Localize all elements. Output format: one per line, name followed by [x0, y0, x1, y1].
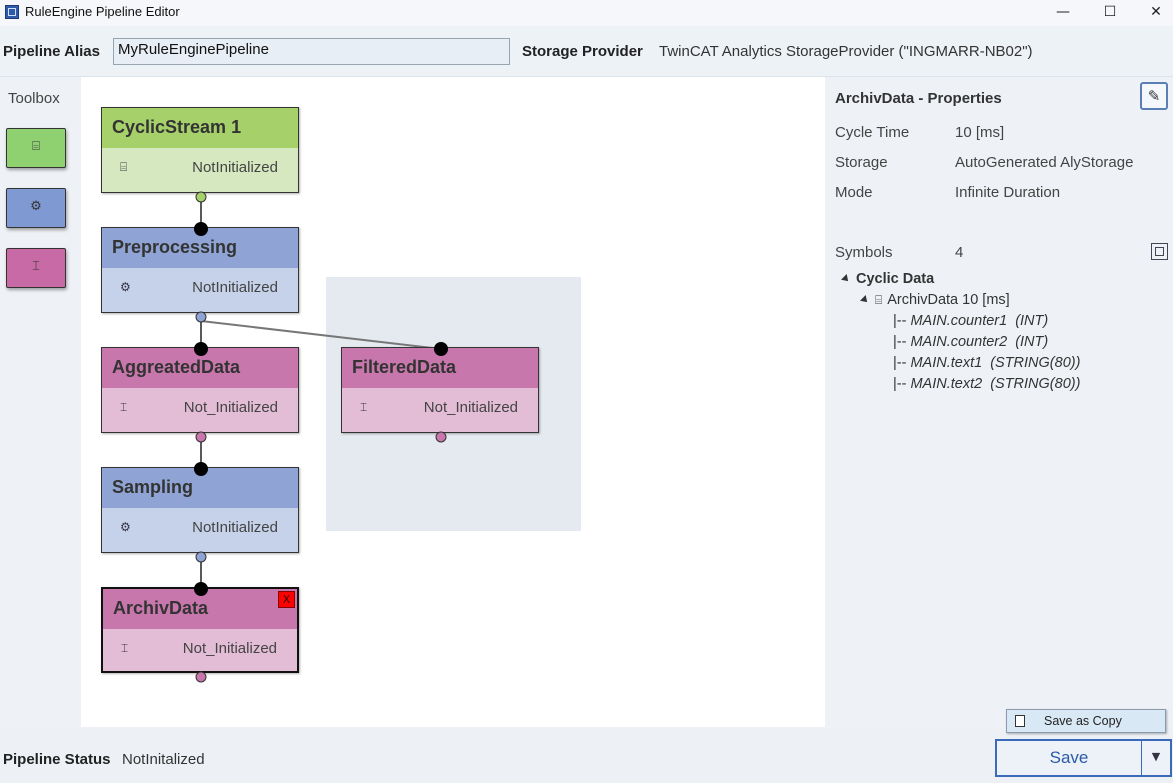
node-title: ArchivData: [113, 598, 209, 618]
storage-label: Storage: [835, 154, 888, 171]
expand-triangle-icon[interactable]: [841, 274, 851, 285]
storage-provider-value: TwinCAT Analytics StorageProvider ("INGM…: [659, 43, 1033, 60]
status-bar: Pipeline Status NotInitalized: [0, 728, 1173, 783]
symbols-count: 4: [955, 244, 964, 261]
toolbox-sink-button[interactable]: ⌶: [6, 248, 66, 288]
expand-triangle-icon[interactable]: [860, 295, 870, 306]
node-status: NotInitialized: [192, 159, 278, 176]
stream-icon: ⌸: [120, 160, 128, 174]
pipeline-canvas[interactable]: CyclicStream 1 ⌸ NotInitialized Preproce…: [81, 77, 825, 727]
toolbox-source-button[interactable]: ⌸: [6, 128, 66, 168]
storage-provider-label: Storage Provider: [522, 43, 643, 60]
tree-node-archivdata[interactable]: ⌸ArchivData 10 [ms]: [860, 292, 1010, 308]
node-title: FilteredData: [352, 357, 457, 377]
pipeline-alias-input[interactable]: MyRuleEnginePipeline: [113, 38, 510, 65]
mode-value: Infinite Duration: [955, 184, 1061, 201]
storage-icon: ⌶: [120, 400, 128, 414]
pipeline-status-value: NotInitalized: [122, 751, 205, 768]
pipeline-header: Pipeline Alias MyRuleEnginePipeline Stor…: [0, 26, 1173, 77]
storage-icon: ⌶: [32, 259, 40, 274]
toolbox-processor-button[interactable]: ⚙: [6, 188, 66, 228]
maximize-button[interactable]: ☐: [1103, 4, 1117, 20]
gears-icon: ⚙: [30, 199, 42, 214]
edit-button[interactable]: ✎: [1140, 82, 1168, 110]
tree-root[interactable]: Cyclic Data: [841, 271, 934, 287]
tree-symbol[interactable]: |-- MAIN.text2(STRING(80)): [893, 376, 1081, 392]
symbols-label: Symbols: [835, 244, 893, 261]
stream-icon: ⌸: [32, 139, 40, 154]
mode-label: Mode: [835, 184, 873, 201]
save-button[interactable]: Save: [995, 739, 1142, 777]
window-title: RuleEngine Pipeline Editor: [25, 4, 180, 19]
save-as-copy-menu-item[interactable]: Save as Copy: [1006, 709, 1166, 733]
node-preprocessing[interactable]: Preprocessing ⚙ NotInitialized: [101, 227, 299, 313]
cycle-time-label: Cycle Time: [835, 124, 910, 141]
properties-panel: ArchivData - Properties ✎ Cycle Time 10 …: [826, 77, 1173, 727]
copy-icon: [1015, 712, 1029, 727]
node-sampling[interactable]: Sampling ⚙ NotInitialized: [101, 467, 299, 553]
node-title: Preprocessing: [112, 237, 238, 257]
node-status: Not_Initialized: [423, 399, 518, 416]
tree-symbol[interactable]: |-- MAIN.text1(STRING(80)): [893, 355, 1081, 371]
collapse-all-button[interactable]: [1151, 243, 1168, 260]
link-pre-filt: [200, 320, 442, 350]
properties-title: ArchivData - Properties: [835, 90, 1002, 107]
title-bar: RuleEngine Pipeline Editor — ☐ ✕: [0, 0, 1173, 26]
tree-symbol[interactable]: |-- MAIN.counter1(INT): [893, 313, 1049, 329]
toolbox: Toolbox ⌸ ⚙ ⌶: [0, 77, 80, 727]
node-title: Sampling: [112, 477, 194, 497]
node-status: Not_Initialized: [182, 640, 277, 657]
node-title: AggreatedData: [112, 357, 241, 377]
node-filtereddata[interactable]: FilteredData ⌶ Not_Initialized: [341, 347, 539, 433]
tree-symbol[interactable]: |-- MAIN.counter2(INT): [893, 334, 1049, 350]
cycle-time-value: 10 [ms]: [955, 124, 1005, 141]
toolbox-title: Toolbox: [8, 90, 60, 107]
save-as-copy-label: Save as Copy: [1044, 714, 1122, 728]
storage-icon: ⌶: [121, 641, 129, 655]
minimize-button[interactable]: —: [1056, 4, 1070, 20]
gears-icon: ⚙: [120, 280, 131, 294]
gears-icon: ⚙: [120, 520, 131, 534]
storage-value: AutoGenerated AlyStorage: [955, 154, 1134, 171]
close-button[interactable]: ✕: [1150, 4, 1162, 20]
delete-node-button[interactable]: X: [278, 591, 295, 608]
save-dropdown-button[interactable]: ▼: [1142, 739, 1172, 777]
node-status: NotInitialized: [192, 519, 278, 536]
stream-icon: ⌸: [875, 293, 883, 307]
node-archivdata[interactable]: ArchivData X ⌶ Not_Initialized: [101, 587, 299, 673]
pipeline-status-label: Pipeline Status: [3, 751, 111, 768]
node-status: NotInitialized: [192, 279, 278, 296]
pencil-icon: ✎: [1147, 87, 1161, 105]
node-status: Not_Initialized: [183, 399, 278, 416]
node-title: CyclicStream 1: [112, 117, 242, 137]
app-icon: [5, 5, 19, 19]
pipeline-alias-label: Pipeline Alias: [3, 43, 100, 60]
node-cyclicstream-1[interactable]: CyclicStream 1 ⌸ NotInitialized: [101, 107, 299, 193]
chevron-down-icon: ▼: [1151, 750, 1161, 763]
storage-icon: ⌶: [360, 400, 368, 414]
node-aggreateddata[interactable]: AggreatedData ⌶ Not_Initialized: [101, 347, 299, 433]
